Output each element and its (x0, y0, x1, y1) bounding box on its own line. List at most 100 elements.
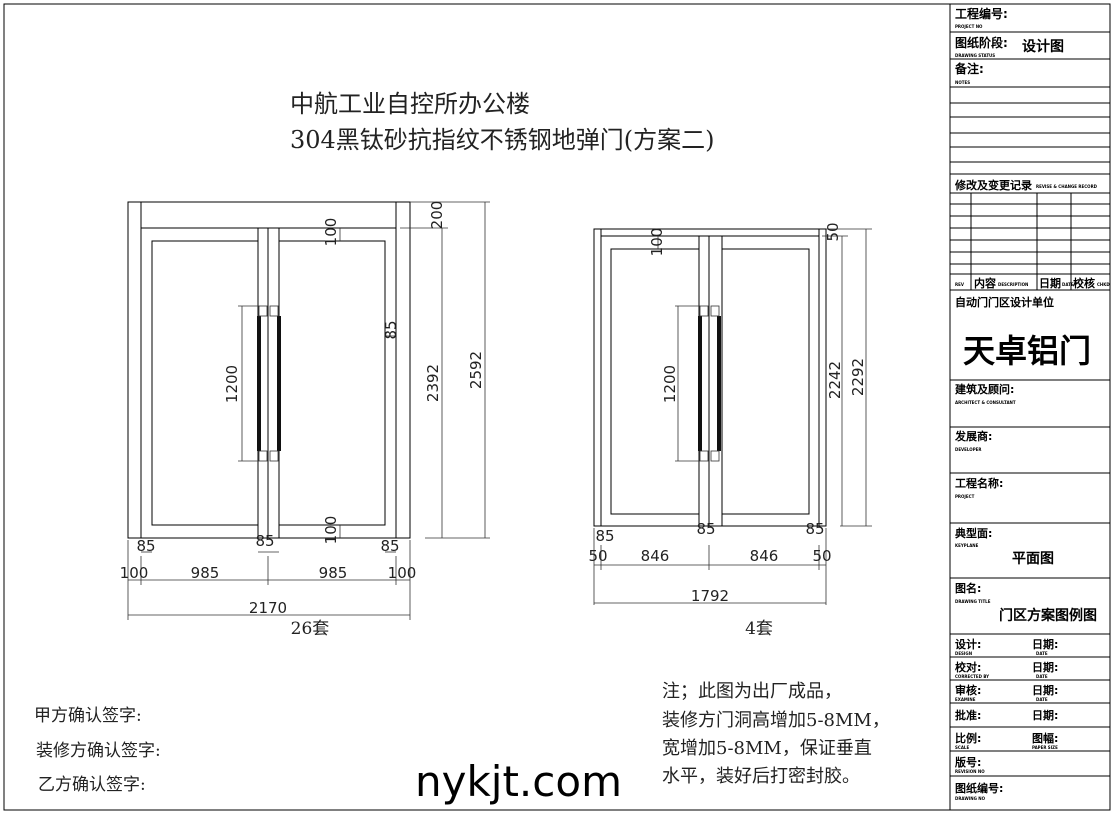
date-label: 日期: (1032, 683, 1058, 697)
door2-dim-total-width: 1792 (691, 587, 729, 605)
door1-quantity: 26套 (291, 619, 330, 639)
keyplane-label: 典型面: (955, 526, 992, 540)
note-line: 注；此图为出厂成品， (662, 681, 842, 702)
door1-dim-top-rail: 100 (322, 218, 340, 247)
door2-dim-stile-right-bottom: 85 (805, 520, 824, 538)
project-no-en: PROJECT NO (955, 24, 983, 29)
door2-dim-top-frame: 50 (824, 222, 842, 241)
door2-dim-jamb-left: 50 (588, 547, 607, 565)
door1-dim-stile-right: 85 (382, 320, 400, 339)
date-en: DATE (1036, 697, 1048, 702)
door2-dim-inner-height: 2242 (826, 361, 844, 399)
revise-en: REVISE & CHANGE RECORD (1036, 184, 1098, 189)
signature-party-b: 乙方确认签字: (38, 775, 146, 795)
designer-unit-label: 自动门门区设计单位 (955, 295, 1054, 309)
drawing-status-value: 设计图 (1022, 38, 1064, 55)
description-header: 内容 (974, 276, 996, 290)
project-label: 工程名称: (955, 476, 1003, 490)
door1-dim-leaf-right: 985 (319, 564, 348, 582)
examine-label: 审核: (955, 683, 981, 697)
date-label: 日期: (1032, 637, 1058, 651)
door2-dim-stile-mid-bottom: 85 (696, 520, 715, 538)
notes-label: 备注: (954, 61, 984, 76)
date-en: DATE (1036, 674, 1048, 679)
door2-dim-top-rail: 100 (648, 228, 666, 257)
corrected-label: 校对: (955, 660, 981, 674)
door1-dim-leaf-left: 985 (191, 564, 220, 582)
door2-dim-leaf-right: 846 (750, 547, 779, 565)
approve-label: 批准: (955, 708, 981, 722)
developer-en: DEVELOPER (955, 447, 981, 452)
door2-elevation: 1200 2242 2292 50 100 85 85 85 50 846 84… (588, 222, 872, 639)
door1-dim-jamb-right: 100 (388, 564, 417, 582)
door1-dim-stile-left-bottom: 85 (136, 537, 155, 555)
developer-label: 发展商: (954, 429, 992, 443)
rev-header: REV (955, 282, 965, 287)
date-label: 日期: (1032, 708, 1058, 722)
architect-label: 建筑及顾问: (955, 382, 1014, 396)
scale-en: SCALE (955, 745, 969, 750)
scale-label: 比例: (955, 731, 981, 745)
project-en: PROJECT (955, 494, 975, 499)
notes-en: NOTES (955, 80, 970, 85)
watermark: nykjt.com (415, 757, 622, 806)
description-header-en: DESCRIPTION (998, 282, 1028, 287)
door2-dim-stile-left-bottom: 85 (595, 527, 614, 545)
title-block: 工程编号: PROJECT NO 图纸阶段: DRAWING STATUS 设计… (949, 3, 1111, 811)
drawing-no-label: 图纸编号: (955, 781, 1003, 795)
revision-no-en: REVISION NO (955, 769, 985, 774)
design-en: DESIGN (955, 651, 972, 656)
note-line: 水平，装好后打密封胶。 (662, 766, 860, 787)
date-header: 日期 (1039, 276, 1061, 290)
examine-en: EXAMINE (955, 697, 976, 702)
drawing-no-en: DRAWING NO (955, 796, 986, 801)
designer-unit-logo: 天卓铝门 (963, 332, 1091, 370)
revise-label: 修改及变更记录 (954, 178, 1032, 192)
door1-elevation: 1200 2392 2592 200 100 100 85 85 85 85 1… (120, 201, 490, 639)
drawing-title-en: DRAWING TITLE (955, 599, 991, 604)
door1-dim-bottom-rail: 100 (322, 516, 340, 545)
paper-size-en: PAPER SIZE (1032, 745, 1058, 750)
door1-dim-inner-height: 2392 (424, 364, 442, 402)
door2-quantity: 4套 (745, 619, 773, 639)
door2-dim-handle: 1200 (661, 365, 679, 403)
door1-dim-handle: 1200 (223, 365, 241, 403)
corrected-en: CORRECTED BY (955, 674, 989, 679)
door2-dim-total-height: 2292 (849, 358, 867, 396)
drawing-status-en: DRAWING STATUS (955, 53, 995, 58)
keyplane-en: KEYPLANE (955, 543, 979, 548)
sign-rows: 设计: DESIGN 日期: DATE 校对: CORRECTED BY 日期:… (955, 637, 1058, 750)
note-line: 宽增加5-8MM，保证垂直 (662, 738, 872, 759)
door1-dim-total-width: 2170 (249, 599, 287, 617)
architect-en: ARCHITECT & CONSULTANT (955, 400, 1016, 405)
drawing-border (3, 3, 1111, 811)
project-no-label: 工程编号: (955, 6, 1008, 21)
check-header-en: CHKD (1097, 282, 1110, 287)
drawing-title-value: 门区方案图例图 (999, 607, 1097, 624)
check-header: 校核 (1073, 276, 1095, 290)
door-handle (257, 305, 281, 462)
door1-dim-top-frame: 200 (428, 201, 446, 230)
door-handle (698, 305, 721, 462)
drawing-title-label: 图名: (955, 581, 981, 595)
drawing-status-label: 图纸阶段: (955, 35, 1008, 50)
door1-dim-jamb-left: 100 (120, 564, 149, 582)
date-header-en: DATE (1062, 282, 1074, 287)
keyplane-value: 平面图 (1012, 551, 1054, 567)
note-line: 装修方门洞高增加5-8MM， (662, 710, 890, 731)
signature-party-a: 甲方确认签字: (34, 706, 142, 726)
signature-decorator: 装修方确认签字: (36, 741, 161, 761)
door1-dim-stile-right-bottom: 85 (380, 537, 399, 555)
title-line1: 中航工业自控所办公楼 (290, 90, 530, 118)
design-label: 设计: (955, 637, 981, 651)
date-en: DATE (1036, 651, 1048, 656)
revision-no-label: 版号: (955, 755, 981, 769)
paper-size-label: 图幅: (1032, 731, 1058, 745)
door2-dim-leaf-left: 846 (641, 547, 670, 565)
door1-dim-total-height: 2592 (467, 351, 485, 389)
title-line2: 304黑钛砂抗指纹不锈钢地弹门(方案二) (290, 126, 715, 154)
door1-dim-stile-mid-bottom: 85 (255, 532, 274, 550)
date-label: 日期: (1032, 660, 1058, 674)
door2-dim-jamb-right: 50 (812, 547, 831, 565)
